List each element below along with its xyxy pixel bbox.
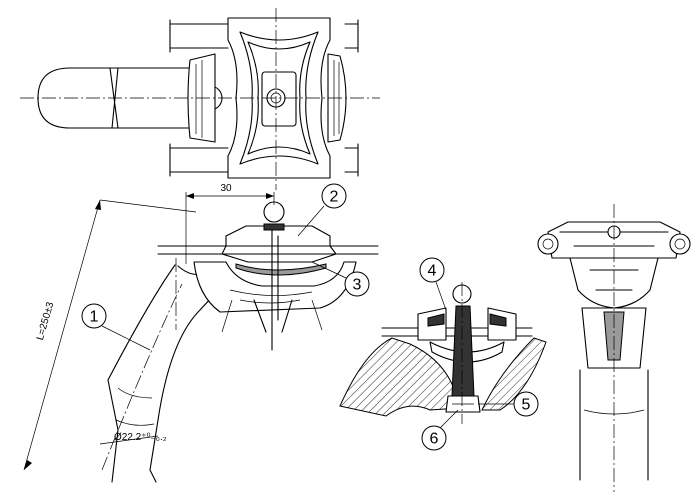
section-view — [339, 282, 547, 424]
callout-3: 3 — [311, 261, 370, 297]
callout-6: 6 — [421, 409, 459, 451]
dimension-offset: 30 — [220, 183, 232, 194]
dimension-length: L=250±3 — [35, 301, 56, 342]
callout-5: 5 — [478, 391, 539, 417]
svg-text:3: 3 — [353, 277, 362, 294]
callout-2: 2 — [297, 183, 347, 237]
callout-1: 1 — [81, 303, 151, 351]
front-view — [537, 204, 691, 492]
top-view — [20, 8, 380, 190]
side-view: 30 L=250±3 Ø22.2⁺⁰₋₀.₂ — [23, 183, 379, 483]
dimension-diameter: Ø22.2⁺⁰₋₀.₂ — [114, 432, 167, 443]
svg-text:4: 4 — [428, 263, 437, 280]
svg-text:1: 1 — [90, 309, 99, 326]
svg-text:2: 2 — [330, 189, 339, 206]
callout-4: 4 — [419, 257, 447, 311]
svg-text:6: 6 — [430, 431, 439, 448]
svg-text:5: 5 — [522, 397, 531, 414]
